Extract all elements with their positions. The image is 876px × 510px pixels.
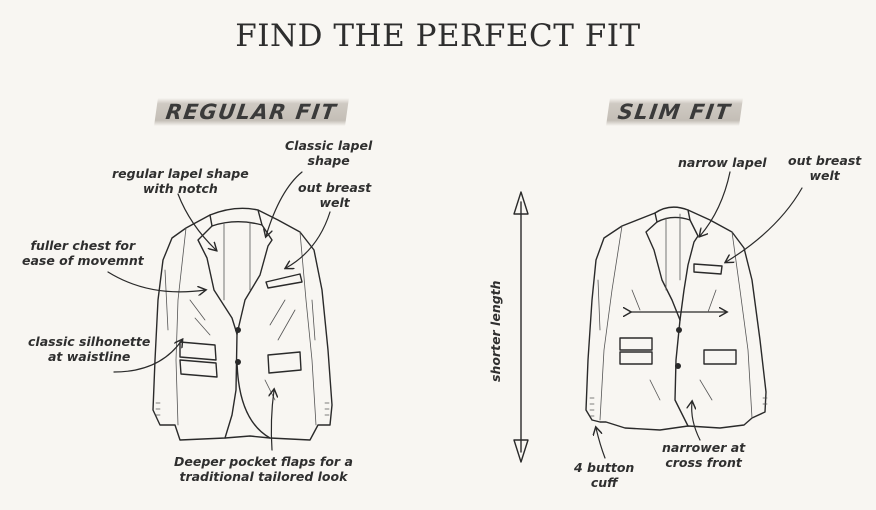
- slim-jacket-collar: [654, 206, 691, 223]
- regular-jacket-left-sleeve: [164, 227, 187, 426]
- note-narrow-lapel: narrow lapel: [678, 155, 767, 170]
- regular-jacket-breast-welt: [265, 273, 303, 289]
- regular-jacket-right-pocket-flap: [267, 351, 302, 374]
- slim-jacket-right-sleeve: [731, 231, 753, 419]
- note-classic-lapel: Classic lapel shape: [285, 138, 373, 168]
- arrow-pocket-flaps: [271, 390, 274, 451]
- arrow-lapel-shape: [177, 193, 216, 250]
- arrow-narrower-front: [692, 402, 701, 441]
- regular-jacket-button-1: [235, 327, 241, 333]
- arrow-silhouette: [113, 340, 182, 373]
- arrow-classic-lapel: [266, 171, 303, 236]
- note-cuff: 4 button cuff: [574, 460, 635, 490]
- note-lapel-shape: regular lapel shape with notch: [112, 166, 249, 196]
- regular-jacket-collar: [209, 207, 263, 227]
- arrow-narrow-lapel: [700, 171, 731, 236]
- shorter-length-arrow: [513, 191, 529, 463]
- arrow-breast-welt: [286, 211, 331, 268]
- slim-jacket-shirt: [665, 213, 681, 291]
- slim-jacket-shading: [631, 289, 717, 401]
- slim-jacket-right-lapel: [679, 219, 699, 321]
- slim-jacket-left-lapel: [645, 221, 681, 321]
- regular-jacket-shirt: [223, 221, 251, 301]
- regular-jacket-right-lapel: [236, 224, 273, 335]
- note-pocket-flaps: Deeper pocket flaps for a traditional ta…: [174, 454, 353, 484]
- arrow-cuff: [596, 428, 606, 459]
- note-fuller-chest: fuller chest for ease of movemnt: [22, 238, 144, 268]
- note-breast-welt: out breast welt: [298, 180, 372, 210]
- note-narrower-front: narrower at cross front: [662, 440, 746, 470]
- regular-jacket-button-2: [235, 359, 241, 365]
- note-slim-breast-welt: out breast welt: [788, 153, 862, 183]
- page-title: FIND THE PERFECT FIT: [235, 18, 641, 54]
- note-silhouette: classic silhonette at waistline: [28, 334, 151, 364]
- regular-jacket-shading: [189, 299, 296, 401]
- slim-jacket-button-1: [676, 327, 682, 333]
- regular-jacket-left-pocket-flap: [179, 341, 218, 378]
- slim-jacket-cuff-buttons: [589, 397, 768, 417]
- slim-jacket-outline: [585, 209, 767, 431]
- regular-jacket-front-edge: [224, 333, 238, 439]
- slim-jacket-left-pocket-flap: [619, 337, 653, 365]
- note-shorter-length: shorter length: [488, 280, 503, 382]
- arrow-fuller-chest: [107, 271, 205, 292]
- regular-jacket-left-lapel: [197, 225, 238, 335]
- regular-jacket-right-sleeve: [299, 231, 317, 426]
- regular-fit-jacket: [152, 207, 333, 441]
- slim-fit-jacket: [585, 206, 768, 431]
- regular-jacket-cuff-buttons: [155, 402, 330, 416]
- slim-jacket-right-pocket-flap: [703, 349, 737, 365]
- arrow-slim-breast-welt: [726, 187, 803, 262]
- slim-jacket-left-sleeve: [597, 225, 623, 421]
- slim-jacket-button-2: [675, 363, 681, 369]
- regular-jacket-outline: [152, 209, 333, 441]
- regular-jacket-front-curve: [236, 359, 271, 439]
- slim-jacket-breast-welt: [693, 263, 723, 275]
- slim-jacket-front-edge: [674, 319, 689, 427]
